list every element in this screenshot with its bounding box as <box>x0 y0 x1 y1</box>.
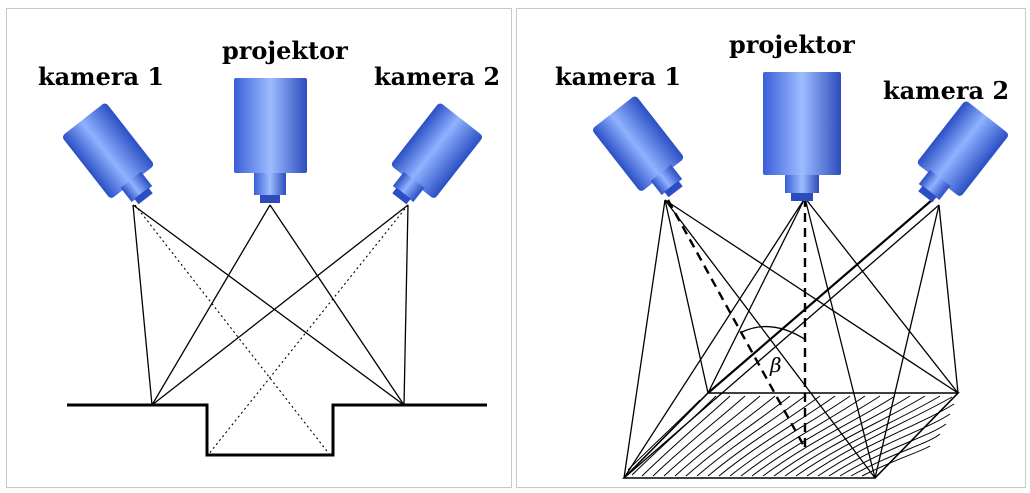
left-camera-2 <box>391 103 483 205</box>
right-baseline-ray <box>707 199 933 394</box>
right-camera-2 <box>917 101 1009 203</box>
left-projector-label: projektor <box>222 36 348 65</box>
left-projector <box>234 78 307 203</box>
left-step-surface <box>67 403 487 457</box>
left-panel-frame <box>6 8 512 488</box>
right-camera-2-label: kamera 2 <box>883 76 1010 105</box>
angle-arc <box>741 326 807 341</box>
right-dashed-rays <box>666 198 807 449</box>
left-camera-1-label: kamera 1 <box>38 62 165 91</box>
right-hatched-surface <box>622 392 960 479</box>
left-light-rays <box>132 204 409 406</box>
right-camera-1-label: kamera 1 <box>555 62 682 91</box>
right-projector-label: projektor <box>729 30 855 59</box>
left-camera-2-label: kamera 2 <box>374 62 501 91</box>
right-projector <box>763 72 841 201</box>
left-camera-1 <box>62 103 154 205</box>
left-hidden-rays <box>134 204 409 456</box>
right-panel-frame <box>516 8 1026 488</box>
right-camera-1 <box>592 96 684 198</box>
angle-beta-label: β <box>769 353 782 377</box>
